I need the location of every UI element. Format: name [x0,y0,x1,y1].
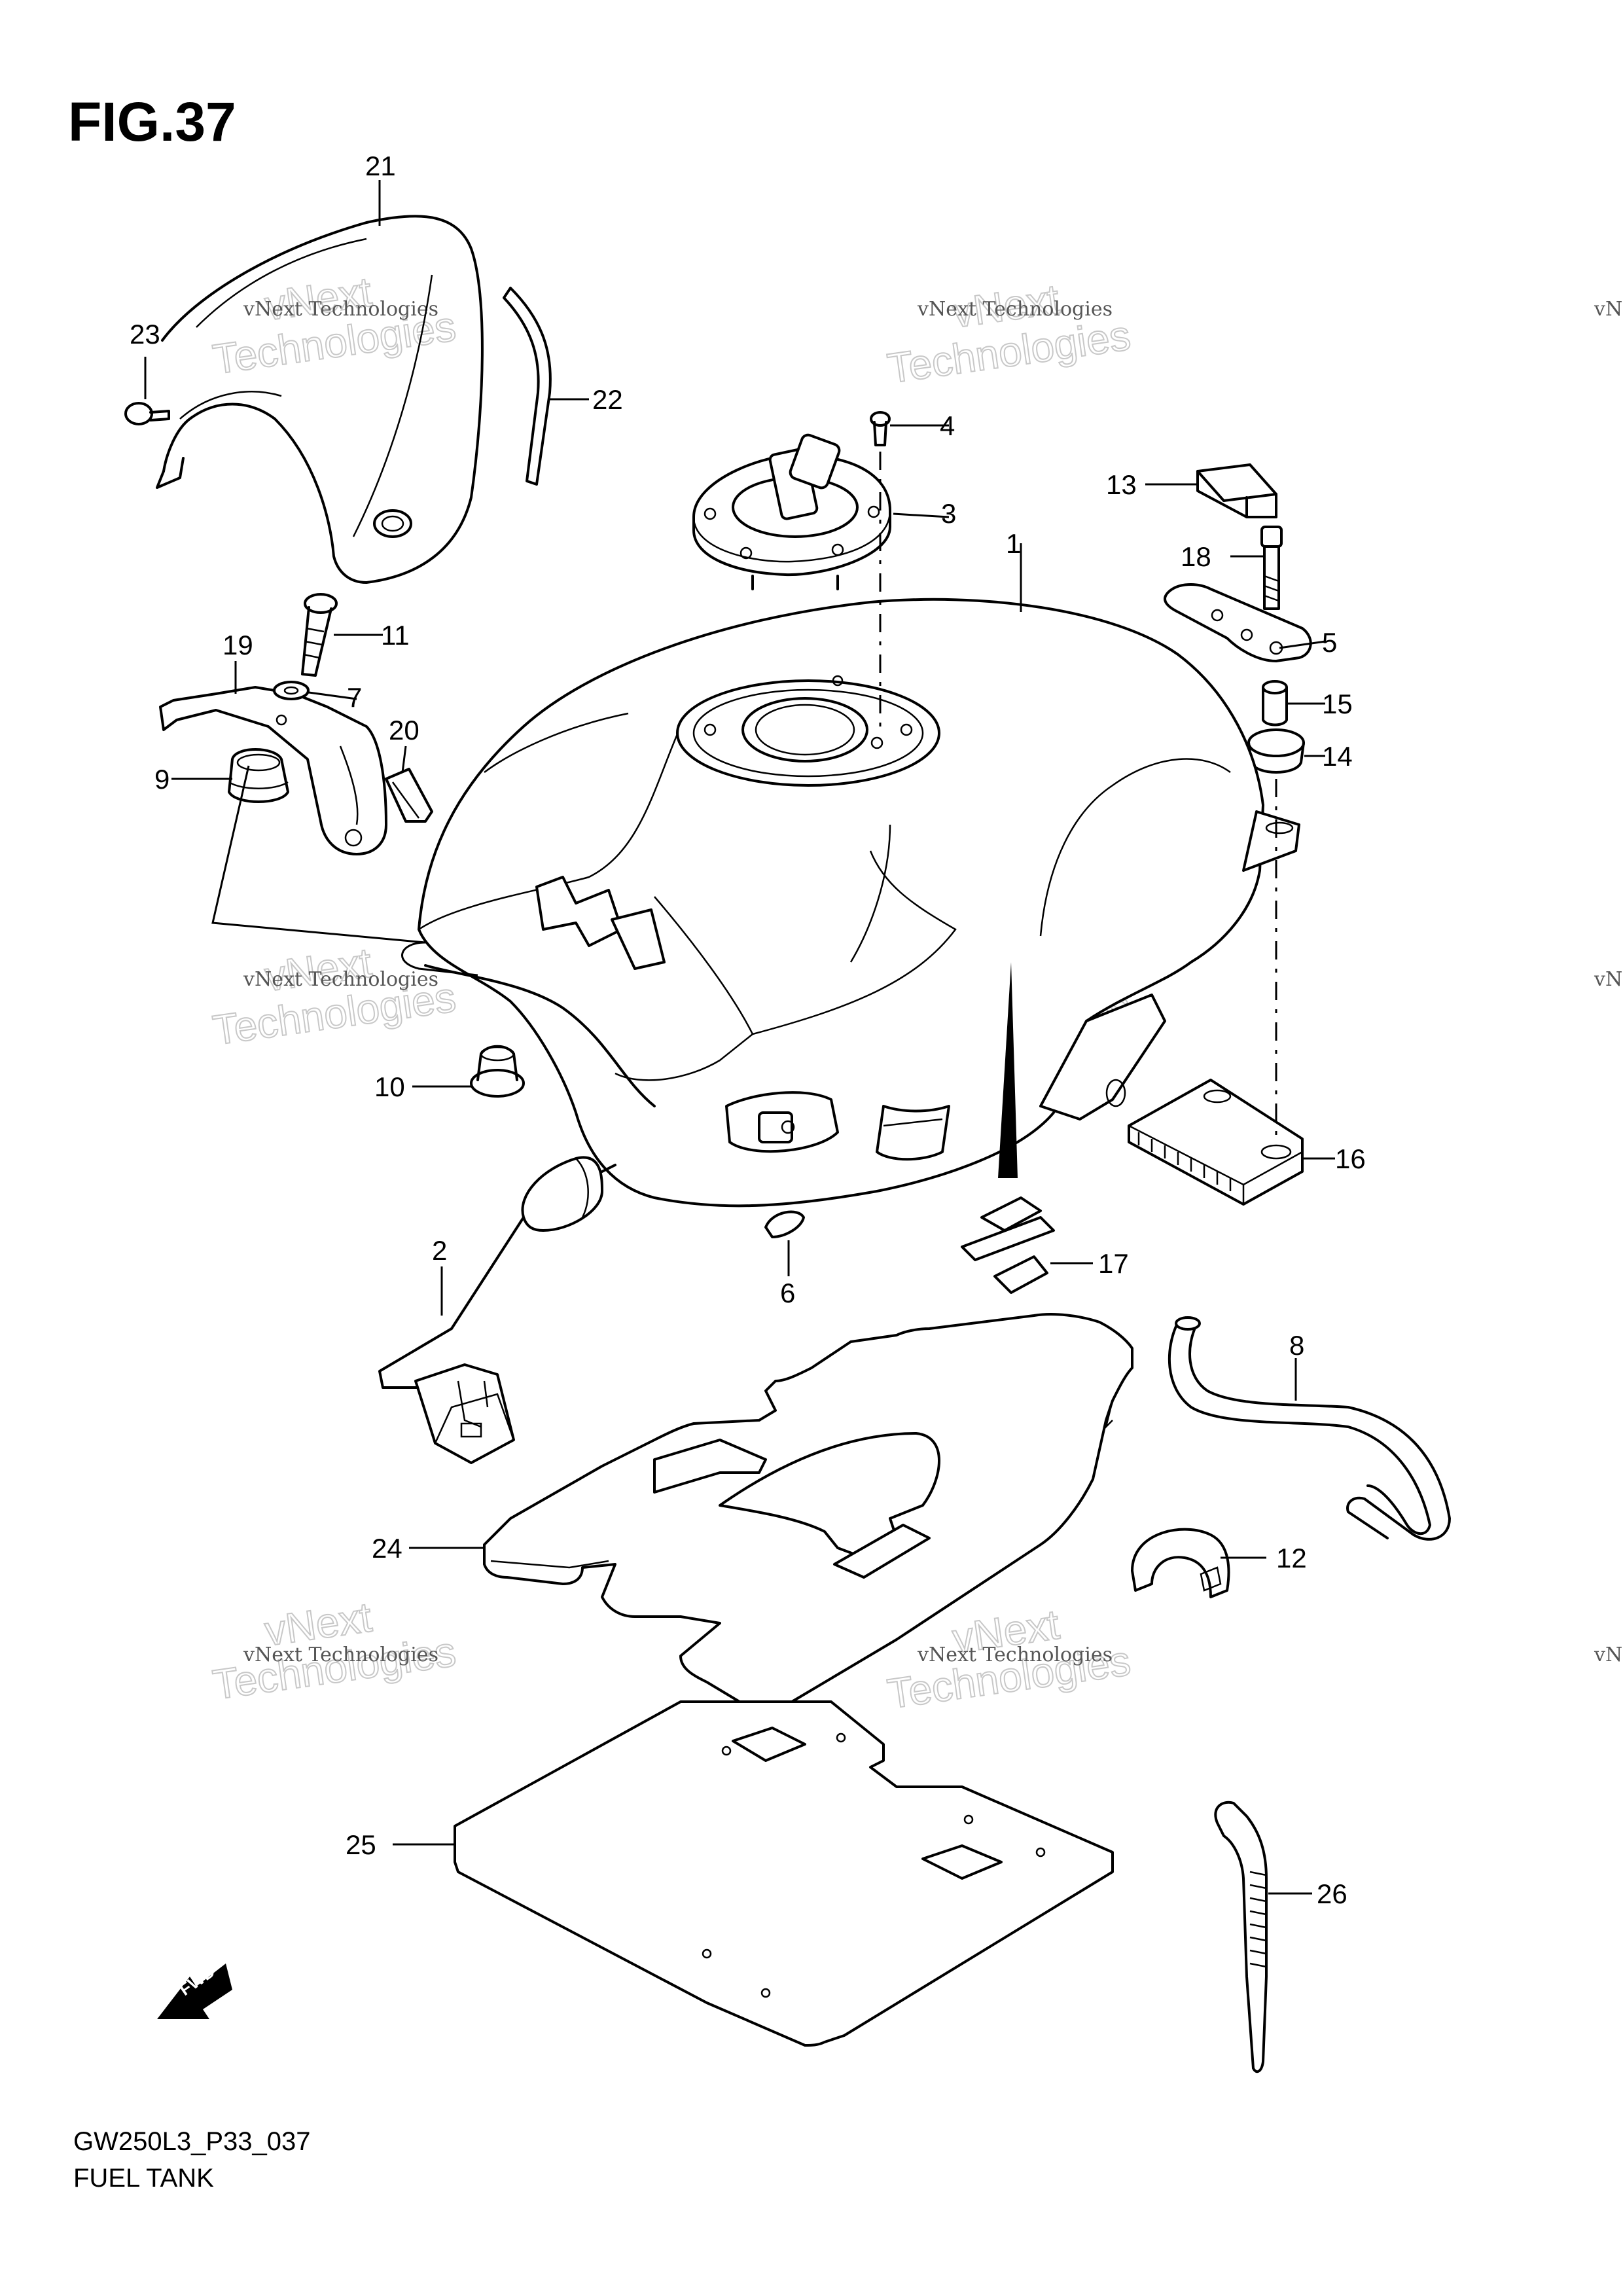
part-3-fuel-cap [692,433,891,590]
watermark-text-partial: vNext Technologies [1594,298,1623,321]
callout-1: 1 [1006,528,1021,559]
callout-21: 21 [365,151,396,181]
callout-16: 16 [1335,1143,1366,1174]
part-2-fuel-sender [378,1156,616,1464]
watermark: Technologies vNext [884,274,1134,393]
part-7-washer [273,681,310,700]
callout-8: 8 [1289,1330,1304,1361]
callout-4: 4 [940,410,955,441]
leader-lines [144,180,1335,1895]
part-19-bracket [159,686,387,855]
part-13-cap [1196,463,1277,518]
part-21-cover [156,215,484,584]
callout-12: 12 [1276,1543,1307,1573]
part-10-collar [470,1045,525,1098]
callout-2: 2 [432,1235,447,1266]
model-code: GW250L3_P33_037 [73,2127,311,2156]
callout-17: 17 [1098,1248,1129,1279]
part-24-insulator-sheet [483,1313,1133,1711]
part-14-grommet [1247,728,1305,774]
part-25-lower-plate [454,1700,1114,2047]
part-6-plug [764,1210,805,1238]
callout-7: 7 [347,682,362,713]
callout-22: 22 [592,384,623,415]
part-16-rubber-mount [1128,1079,1304,1206]
callout-6: 6 [780,1278,795,1308]
callout-18: 18 [1181,541,1211,572]
watermark-text-partial: vNext Technologies [1594,968,1623,991]
callout-15: 15 [1322,689,1353,719]
callout-14: 14 [1322,741,1353,772]
part-17-emblem [961,1196,1055,1294]
callout-20: 20 [389,715,419,745]
part-12-clamp [1131,1528,1230,1598]
callout-labels: 1 2 3 4 5 6 7 8 9 10 11 12 13 14 15 16 1… [130,151,1366,1909]
watermark-text: vNext Technologies [243,298,438,321]
callout-24: 24 [372,1533,402,1564]
callout-11: 11 [381,620,410,651]
callout-10: 10 [374,1071,405,1102]
part-18-bolt [1260,526,1283,610]
part-4-screw [870,411,891,446]
part-5-bracket [1164,583,1312,662]
callout-3: 3 [941,498,956,529]
watermark-text: vNext Technologies [243,968,438,991]
callout-5: 5 [1322,627,1337,658]
watermark-text: vNext Technologies [917,298,1113,321]
part-20-pad [385,768,433,823]
part-9-grommet [228,748,289,803]
callout-9: 9 [154,764,169,795]
forward-direction-arrow: FWD [157,1961,232,2019]
callout-23: 23 [130,319,160,350]
figure-title: FIG.37 [68,91,236,152]
part-15-collar [1262,680,1288,726]
part-23-screw [124,402,170,425]
part-26-cable-tie [1214,1801,1268,2073]
callout-26: 26 [1317,1878,1347,1909]
callout-13: 13 [1106,469,1137,500]
callout-19: 19 [223,630,253,660]
callout-25: 25 [346,1829,376,1860]
part-22-trim-strip [503,287,552,486]
watermark-text-partial: vNext Technologies [1594,1643,1623,1666]
part-8-hose [1168,1316,1451,1541]
figure-caption: FUEL TANK [73,2164,214,2193]
part-11-screw [301,593,338,677]
pointer-wedge [998,962,1018,1178]
watermark-text: vNext Technologies [917,1643,1113,1666]
part-1-fuel-tank [418,598,1300,1208]
watermark-text: vNext Technologies [243,1643,438,1666]
